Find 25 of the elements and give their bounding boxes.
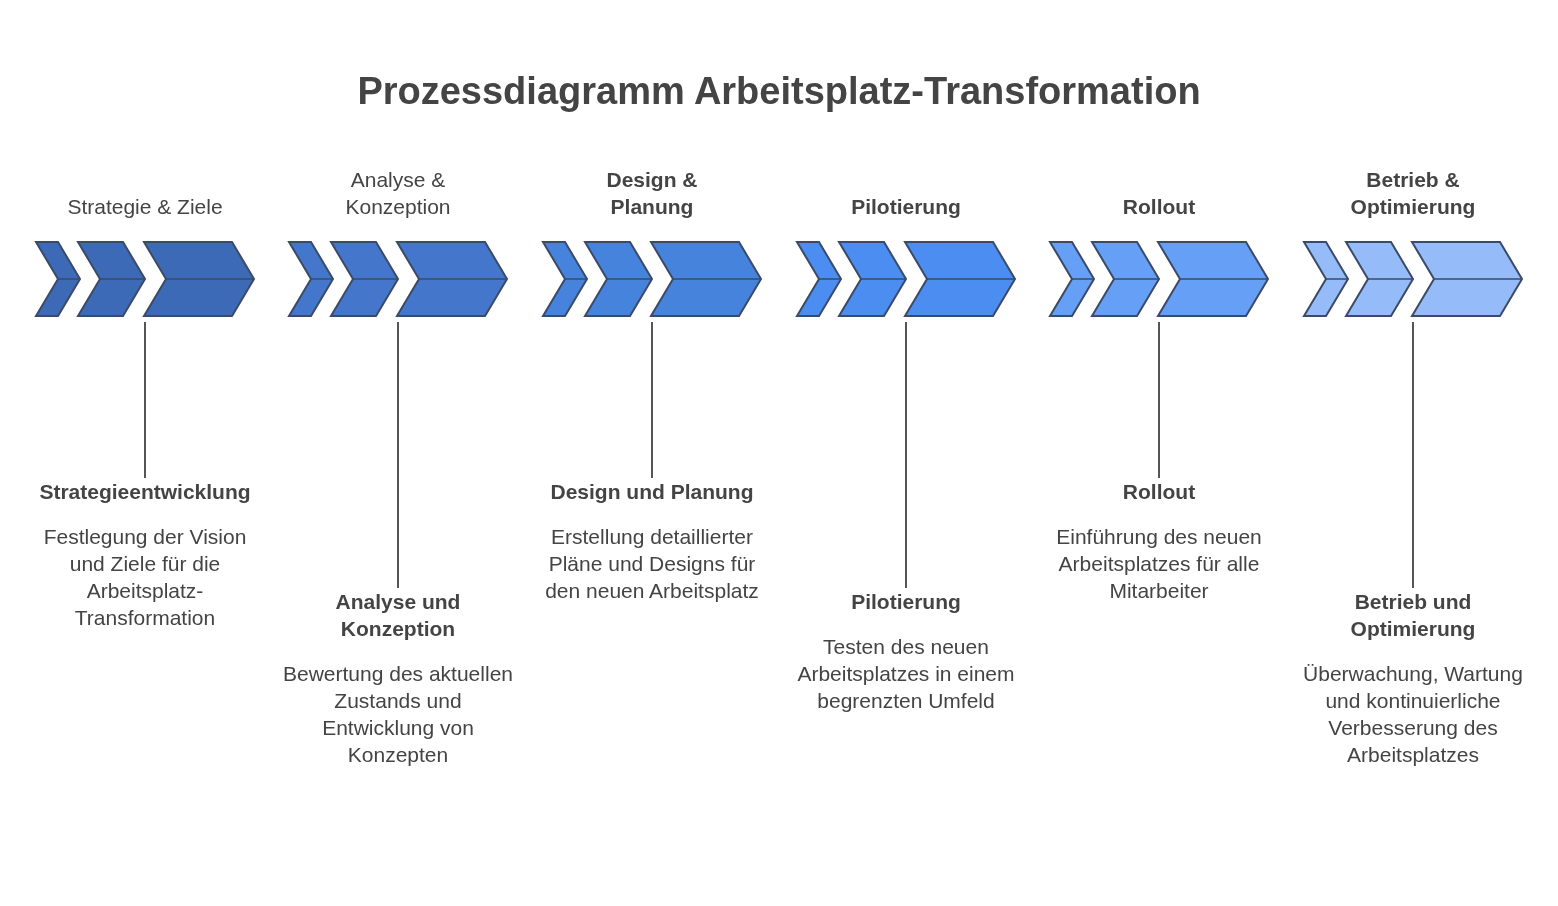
- stage-heading: Pilotierung: [851, 194, 961, 220]
- step-description: Erstellung detaillierter Pläne und Designs für den neuen Arbeitsplatz: [544, 524, 760, 604]
- stage-heading: Rollout: [1122, 194, 1196, 220]
- leader-line: [905, 321, 907, 589]
- step-description: Einführung des neuen Arbeitsplatzes für alle Mitarbeiter: [1055, 524, 1263, 604]
- step-title: Strategieentwicklung: [38, 479, 252, 505]
- step-title: Design und Planung: [549, 479, 755, 505]
- stage-heading: Strategie & Ziele: [67, 194, 223, 220]
- stage-heading: Betrieb & Optimierung: [1349, 167, 1477, 220]
- step-description: Bewertung des aktuellen Zustands und Entwicklung von Konzepten: [283, 661, 513, 768]
- step-title: Pilotierung: [850, 589, 962, 615]
- step-description: Testen des neuen Arbeitsplatzes in einem begrenzten Umfeld: [796, 634, 1016, 714]
- step-description: Festlegung der Vision und Ziele für die Arbeitsplatz-Transformation: [42, 524, 248, 631]
- step-title: Analyse und Konzeption: [334, 589, 462, 642]
- leader-line: [1158, 321, 1160, 479]
- step-description: Überwachung, Wartung und kontinuierliche Verbesserung des Arbeitsplatzes: [1302, 661, 1524, 768]
- leader-line: [397, 321, 399, 589]
- diagram-title: Prozessdiagramm Arbeitsplatz-Transformation: [356, 70, 1202, 113]
- leader-line: [651, 321, 653, 479]
- step-title: Betrieb und Optimierung: [1349, 589, 1477, 642]
- leader-line: [144, 321, 146, 479]
- leader-line: [1412, 321, 1414, 589]
- stage-heading: Analyse & Konzeption: [344, 167, 452, 220]
- stage-heading: Design & Planung: [605, 167, 699, 220]
- step-title: Rollout: [1121, 479, 1197, 505]
